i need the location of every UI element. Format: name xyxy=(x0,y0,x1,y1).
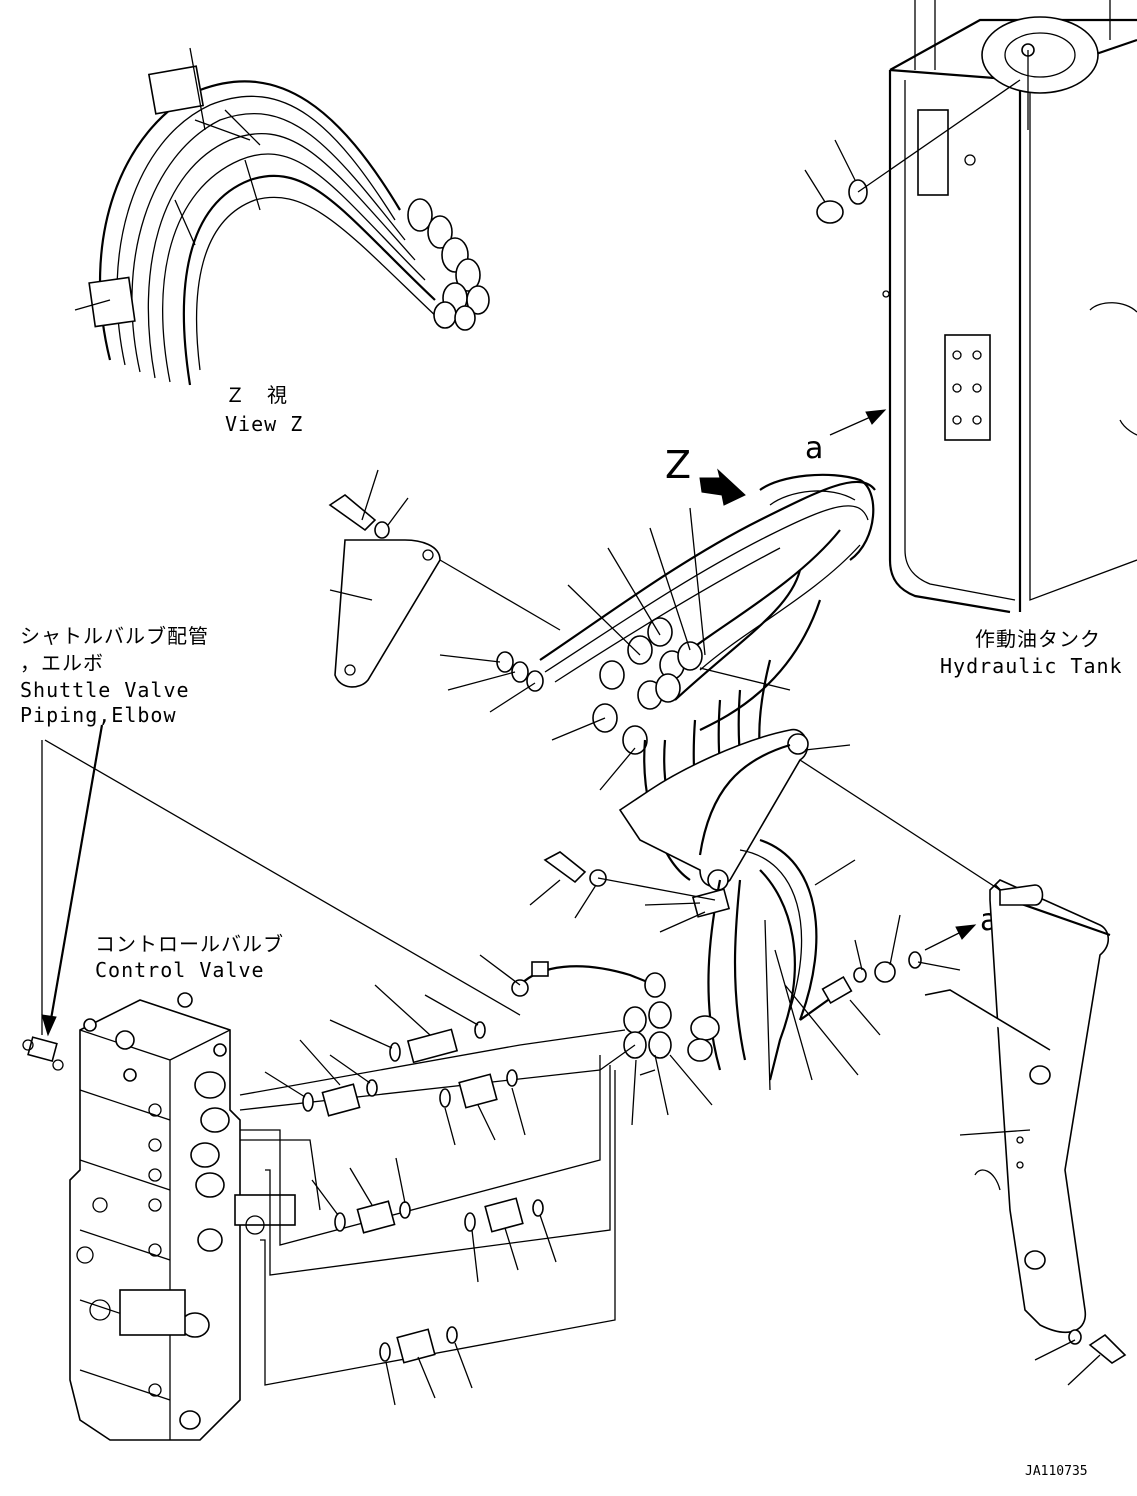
tank-plug xyxy=(804,79,1021,224)
view-z-fittings xyxy=(407,198,490,331)
ref-a-top-arrow xyxy=(829,409,887,436)
shuttle-label-en-2: Piping,Elbow xyxy=(20,703,177,727)
hydraulic-tank-label-en: Hydraulic Tank xyxy=(940,654,1123,678)
shuttle-label-jp-2: ，エルボ xyxy=(20,651,104,675)
ref-a-top: a xyxy=(805,431,823,466)
view-z-hose-bundle xyxy=(74,47,490,386)
shuttle-label-en-1: Shuttle Valve xyxy=(20,678,190,702)
shuttle-valve-elbow xyxy=(22,724,104,1071)
support-bracket xyxy=(924,879,1127,1386)
lower-hose-run xyxy=(511,838,922,1081)
hydraulic-tank xyxy=(882,0,1137,614)
leader-lines xyxy=(264,507,961,1406)
control-valve xyxy=(69,992,296,1441)
clamp-bolt xyxy=(543,851,716,901)
view-z-letter: Z xyxy=(665,443,691,487)
shuttle-label-jp-1: シャトルバルブ配管 xyxy=(20,624,209,648)
valve-connection-lines xyxy=(239,1029,636,1386)
hydraulic-tank-label-jp: 作動油タンク xyxy=(975,627,1101,651)
main-bundle-fittings xyxy=(496,617,703,755)
hose-bracket xyxy=(328,469,561,688)
view-z-label-jp: Ｚ 視 xyxy=(225,383,288,407)
hose-clamp-plate xyxy=(618,728,809,891)
control-valve-label-jp: コントロールバルブ xyxy=(95,932,284,956)
ref-a-right-arrow xyxy=(924,924,977,951)
control-valve-label-en: Control Valve xyxy=(95,958,265,982)
adapters-orings xyxy=(302,1021,544,1364)
drawing-id: JA110735 xyxy=(1025,1464,1088,1479)
view-z-label-en: View Z xyxy=(225,412,303,436)
view-z-arrow xyxy=(699,468,746,506)
